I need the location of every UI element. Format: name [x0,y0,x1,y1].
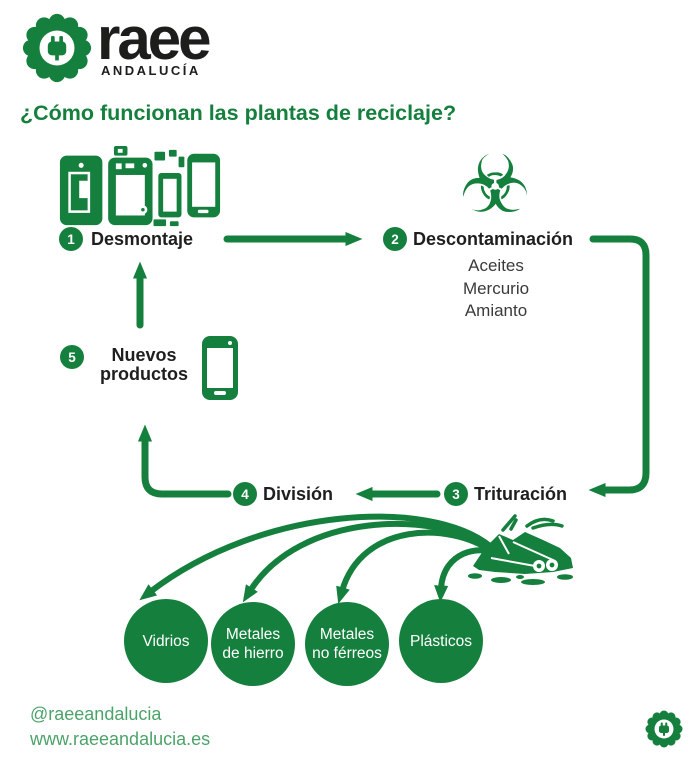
brand-region: ANDALUCÍA [101,63,201,78]
arrow-division-to-nuevos-productos [137,424,232,498]
smartphone-icon [202,336,238,400]
raee-plug-flower-logo-icon [22,13,92,83]
arrow-pile-to-metales-hierro [242,520,493,603]
step-label-nuevos-productos: Nuevos productos [92,346,196,384]
step-badge-4: 4 [233,482,257,506]
substance-item: Amianto [464,301,528,320]
output-label-line: Vidrios [142,632,190,650]
footer-social-handle: @raeeandalucia [30,704,162,724]
output-label-line: de hierro [222,645,284,662]
output-label-line: Metales [225,626,281,643]
shredded-waste-icon [468,514,573,585]
step-number: 2 [391,231,399,247]
step-number: 1 [67,231,75,247]
substances-list: Aceites Mercurio Amianto [420,255,572,323]
arrow-pile-to-vidrios [139,513,493,601]
step-number: 4 [241,486,249,502]
page-title: ¿Cómo funcionan las plantas de reciclaje… [20,101,457,125]
output-circle-metales-hierro: Metales de hierro [211,602,295,686]
output-label-line: no férreos [312,645,382,662]
footer-website: www.raeeandalucia.es [30,729,211,749]
brand-name: raee [97,5,211,72]
output-label-line: Plásticos [409,632,473,650]
step-label-division: División [263,484,334,504]
step-label-line: Nuevos [111,345,177,365]
footer-plug-flower-logo-icon [645,710,683,748]
step-number: 3 [452,486,460,502]
step-badge-1: 1 [59,227,83,251]
step-badge-3: 3 [444,482,468,506]
step-number: 5 [68,349,76,365]
arrow-descontaminacion-to-trituracion [588,235,650,498]
biohazard-icon: ☣ [459,138,531,231]
output-circle-plasticos: Plásticos [399,599,483,683]
output-label-line: Metales [319,626,375,643]
output-circle-vidrios: Vidrios [124,599,208,683]
step-label-trituracion: Trituración [474,484,568,504]
step-label-descontaminacion: Descontaminación [413,229,574,249]
step-badge-2: 2 [383,227,407,251]
step-badge-5: 5 [60,345,84,369]
step-label-line: productos [100,364,188,384]
substance-item: Aceites [468,256,524,275]
disassembled-devices-icon [59,146,221,227]
step-label-desmontaje: Desmontaje [91,229,194,249]
output-circle-metales-no-ferreos: Metales no férreos [305,602,389,686]
substance-item: Mercurio [462,278,530,298]
